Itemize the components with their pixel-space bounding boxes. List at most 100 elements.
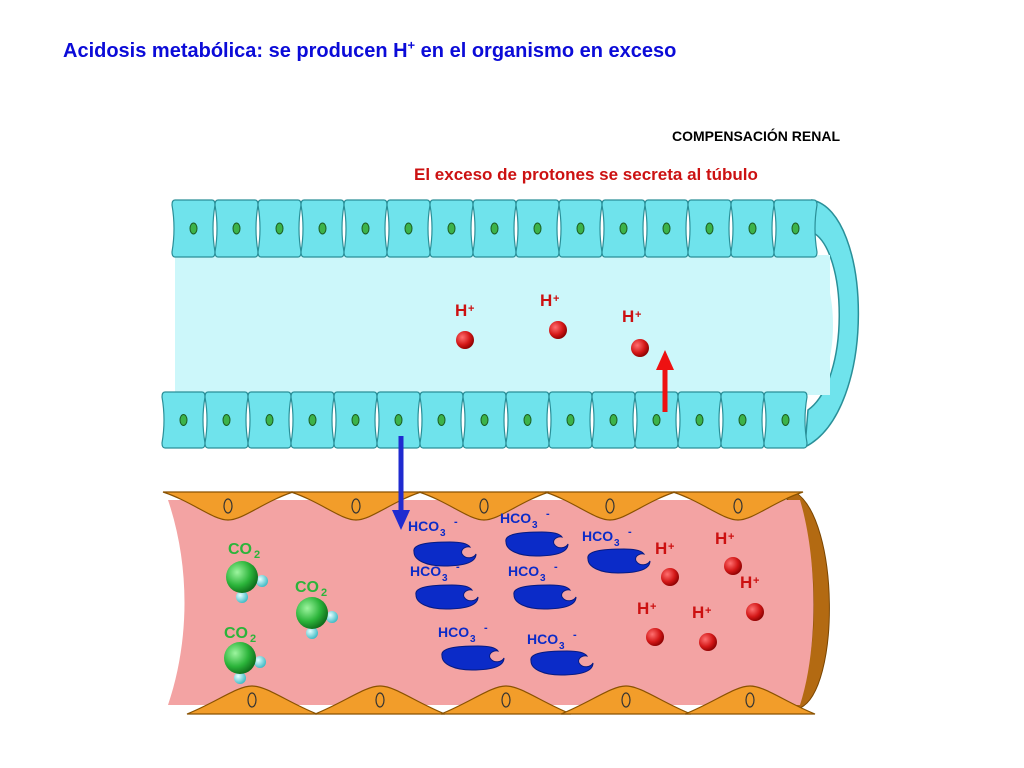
svg-text:-: - bbox=[554, 561, 558, 573]
capillary-bottom-endothelium bbox=[186, 685, 816, 715]
svg-text:2: 2 bbox=[254, 549, 260, 561]
svg-text:2: 2 bbox=[321, 587, 327, 599]
endothelial-cell bbox=[440, 685, 572, 715]
tubule-cell bbox=[290, 391, 335, 449]
tubule-cell bbox=[333, 391, 378, 449]
bicarbonate-label: HCO bbox=[582, 528, 613, 544]
blood-capillary bbox=[162, 491, 830, 715]
tubule-cell bbox=[376, 391, 421, 449]
proton-charge: + bbox=[468, 303, 474, 315]
tubule-cell bbox=[644, 199, 689, 258]
tubule-cell bbox=[548, 391, 593, 449]
tubule-cell bbox=[634, 391, 679, 449]
proton-icon: H+ bbox=[637, 599, 664, 646]
svg-text:-: - bbox=[484, 622, 488, 634]
svg-text:3: 3 bbox=[540, 573, 546, 584]
capillary-lumen bbox=[168, 500, 814, 705]
renal-tubule bbox=[161, 199, 860, 449]
endothelial-cell bbox=[544, 491, 676, 521]
bicarbonate-label: HCO bbox=[500, 510, 531, 526]
endothelial-cell bbox=[314, 685, 446, 715]
tubule-cell bbox=[687, 199, 732, 258]
tubule-cell bbox=[601, 199, 646, 258]
proton-icon: H+ bbox=[540, 291, 567, 339]
proton-label: H bbox=[692, 603, 704, 622]
proton-charge: + bbox=[753, 575, 759, 587]
proton-icon: H+ bbox=[622, 307, 649, 357]
endothelial-cell bbox=[672, 491, 804, 521]
secretion-arrow-icon bbox=[656, 350, 674, 412]
tubule-cell bbox=[773, 199, 818, 258]
endothelial-cell bbox=[162, 491, 294, 521]
proton-label: H bbox=[622, 307, 634, 326]
tubule-cell bbox=[204, 391, 249, 449]
co2-label: CO bbox=[224, 625, 248, 642]
proton-label: H bbox=[455, 301, 467, 320]
tubule-cell bbox=[720, 391, 765, 449]
proton-icon: H+ bbox=[692, 603, 717, 651]
tubule-top-epithelium bbox=[171, 199, 818, 258]
tubule-cell bbox=[386, 199, 431, 258]
tubule-cell bbox=[343, 199, 388, 258]
proton-charge: + bbox=[553, 293, 559, 305]
svg-text:3: 3 bbox=[470, 634, 476, 645]
bicarbonate-label: HCO bbox=[527, 631, 558, 647]
proton-icon: H+ bbox=[715, 529, 742, 575]
svg-text:-: - bbox=[454, 516, 458, 528]
tubule-cell bbox=[505, 391, 550, 449]
svg-text:2: 2 bbox=[250, 633, 256, 645]
svg-text:3: 3 bbox=[440, 528, 446, 539]
svg-text:-: - bbox=[573, 629, 577, 641]
tubule-cell bbox=[730, 199, 775, 258]
proton-charge: + bbox=[728, 531, 734, 543]
endothelial-cell bbox=[684, 685, 816, 715]
proton-label: H bbox=[540, 291, 552, 310]
svg-text:-: - bbox=[546, 508, 550, 520]
endothelial-cell bbox=[290, 491, 422, 521]
proton-label: H bbox=[655, 539, 667, 558]
proton-icon: H+ bbox=[740, 573, 764, 621]
proton-label: H bbox=[740, 573, 752, 592]
co2-label: CO bbox=[228, 541, 252, 558]
tubule-cell bbox=[214, 199, 259, 258]
proton-icon: H+ bbox=[655, 539, 679, 586]
svg-text:3: 3 bbox=[532, 520, 538, 531]
bicarbonate-label: HCO bbox=[410, 563, 441, 579]
svg-text:3: 3 bbox=[559, 641, 565, 652]
tubule-cell bbox=[558, 199, 603, 258]
endothelial-cell bbox=[418, 491, 550, 521]
proton-charge: + bbox=[635, 309, 641, 321]
proton-group: H+H+H+H+H+H+H+H+ bbox=[455, 291, 764, 651]
svg-text:3: 3 bbox=[614, 538, 620, 549]
bicarbonate-label: HCO bbox=[438, 624, 469, 640]
proton-label: H bbox=[715, 529, 727, 548]
section-label: COMPENSACIÓN RENAL bbox=[672, 128, 841, 144]
proton-icon: H+ bbox=[455, 301, 474, 349]
tubule-cell bbox=[171, 199, 216, 258]
page-title: Acidosis metabólica: se producen H+ en e… bbox=[63, 37, 677, 62]
tubule-cell bbox=[257, 199, 302, 258]
proton-label: H bbox=[637, 599, 649, 618]
proton-charge: + bbox=[705, 605, 711, 617]
tubule-cell bbox=[462, 391, 507, 449]
bicarbonate-label: HCO bbox=[508, 563, 539, 579]
proton-charge: + bbox=[668, 541, 674, 553]
endothelial-cell bbox=[560, 685, 692, 715]
endothelial-cell bbox=[186, 685, 318, 715]
tubule-cell bbox=[515, 199, 560, 258]
tubule-cell bbox=[763, 391, 808, 449]
tubule-cell bbox=[161, 391, 206, 449]
bicarbonate-label: HCO bbox=[408, 518, 439, 534]
proton-charge: + bbox=[650, 601, 656, 613]
